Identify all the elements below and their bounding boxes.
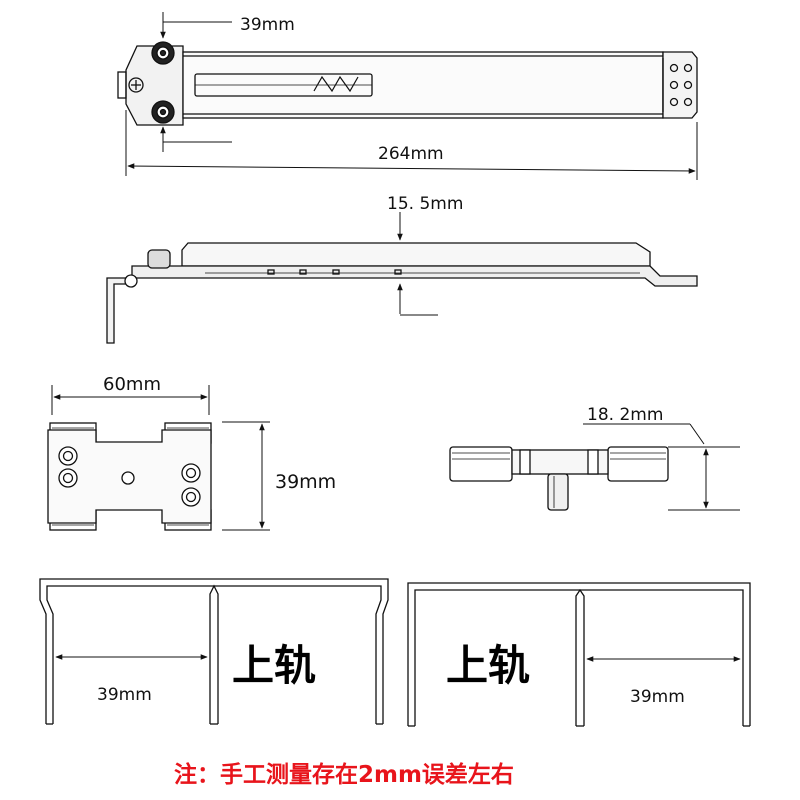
side-view-height-dimension xyxy=(397,212,438,316)
top-view-width-dimension xyxy=(160,12,232,152)
trolley-front-height-label: 39mm xyxy=(275,471,336,493)
side-view-height-label: 15. 5mm xyxy=(387,194,463,214)
top-view-drawing xyxy=(117,45,698,126)
top-view-length-label: 264mm xyxy=(378,144,444,164)
top-view-wheels xyxy=(151,41,175,124)
trolley-side-height-label: 18. 2mm xyxy=(587,405,663,425)
rail-profile-left xyxy=(39,578,389,725)
rail-1-width-label: 39mm xyxy=(97,685,152,705)
trolley-side-height-dimension xyxy=(583,423,740,511)
rail-2-name-label: 上轨 xyxy=(446,641,530,690)
rail-1-name-label: 上轨 xyxy=(232,641,316,690)
side-view-drawing xyxy=(106,242,698,344)
trolley-front-drawing xyxy=(47,422,212,531)
trolley-front-height-dimension xyxy=(222,421,270,531)
measurement-note: 注：手工测量存在2mm误差左右 xyxy=(174,761,514,788)
trolley-front-width-dimension xyxy=(51,385,210,415)
rail-profile-right xyxy=(407,582,751,727)
trolley-front-width-label: 60mm xyxy=(103,374,161,395)
rail-2-width-label: 39mm xyxy=(630,687,685,707)
top-view-length-dimension xyxy=(125,110,698,180)
trolley-side-drawing xyxy=(449,446,669,511)
top-view-width-label: 39mm xyxy=(240,15,295,35)
